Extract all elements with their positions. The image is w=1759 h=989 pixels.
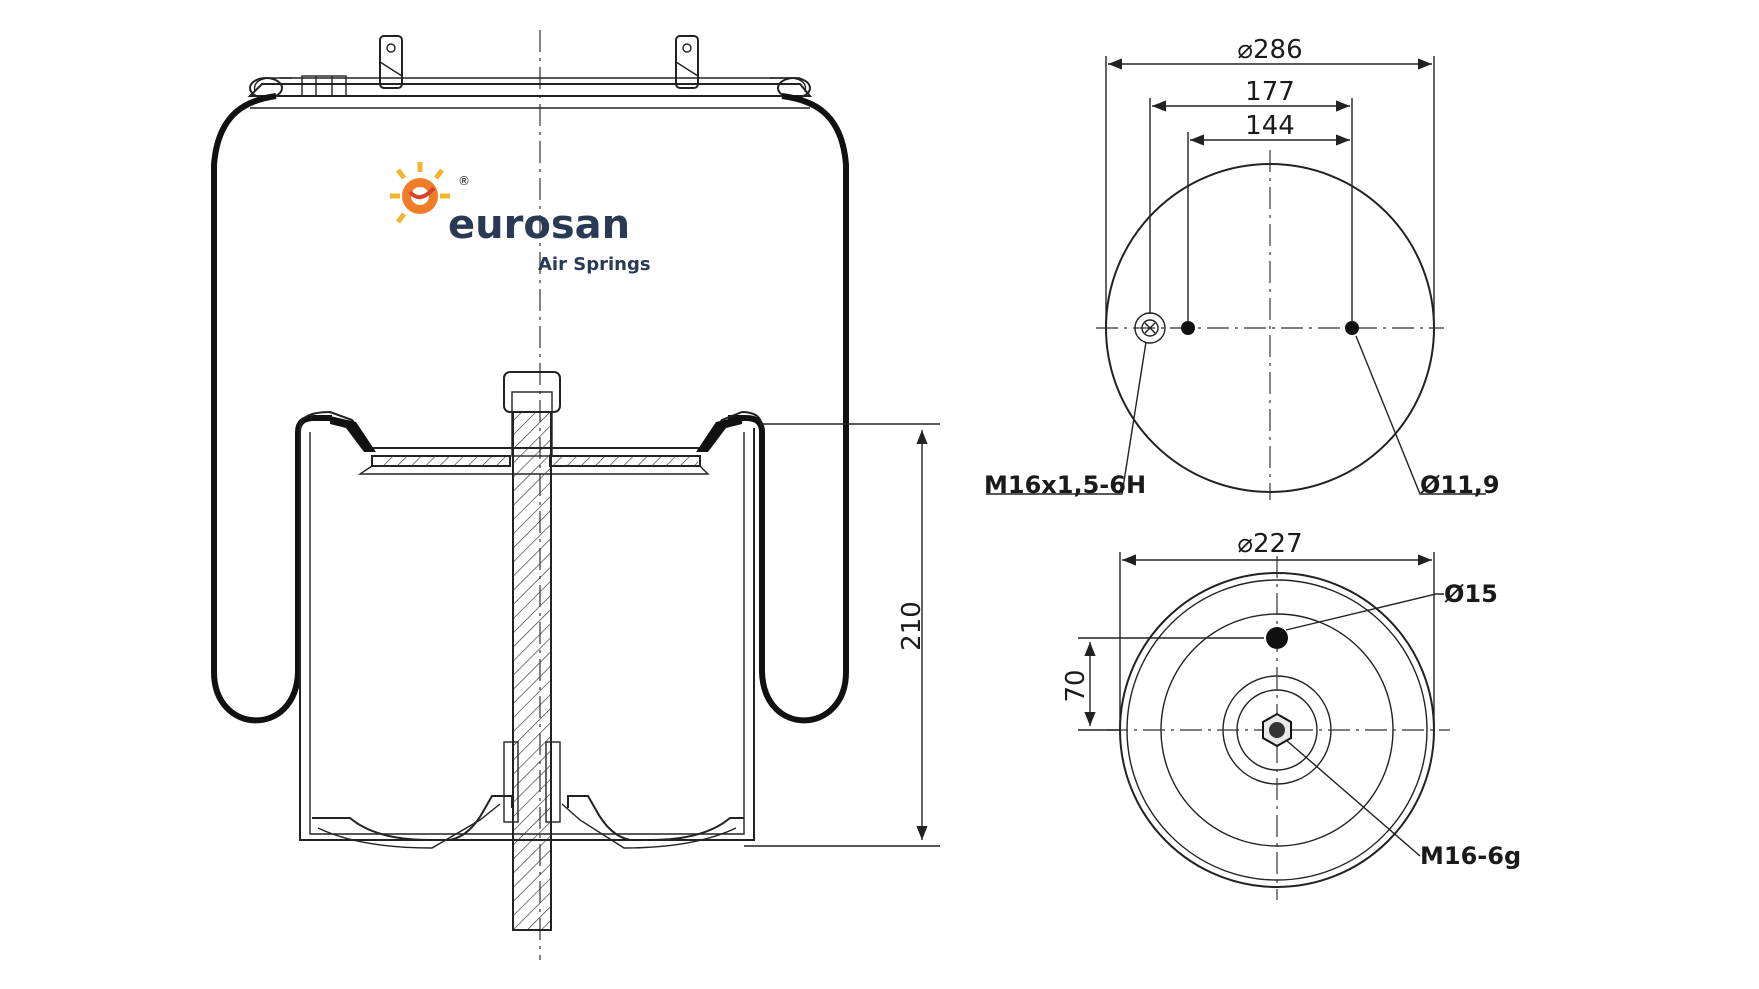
- top-bead-plate: [247, 75, 813, 109]
- mount-hole-left: [1181, 321, 1195, 335]
- top-stud-right: [675, 35, 699, 89]
- top-stud-left: [379, 35, 403, 89]
- top-hole-callout: Ø11,9: [1420, 471, 1500, 499]
- offset-dim-label: 70: [1061, 669, 1091, 702]
- bottom-view: ⌀227 70 Ø15 M16-6g: [1061, 529, 1521, 900]
- side-view: 210 ® eurosan Air Springs: [211, 30, 940, 960]
- brand-name: eurosan: [448, 202, 630, 248]
- top-view: ⌀286 177 144 M16x1,5-6H Ø11,9: [984, 35, 1500, 500]
- stud-callout: M16-6g: [1420, 842, 1521, 870]
- height-dim-label: 210: [897, 601, 927, 651]
- registered-mark: ®: [458, 174, 470, 188]
- hex-nut-icon: [1262, 712, 1292, 748]
- brand-logo: ® eurosan Air Springs: [390, 162, 651, 275]
- bellow-outline: [211, 93, 332, 724]
- thread-callout: M16x1,5-6H: [984, 471, 1146, 499]
- height-dimension: 210: [744, 423, 940, 847]
- center-bolt: [503, 371, 561, 931]
- top-outer-dia-label: ⌀286: [1237, 35, 1302, 65]
- bolt-spacing-outer-label: 177: [1245, 77, 1295, 107]
- sun-logo-icon: [390, 162, 450, 224]
- bottom-offset-hole: [1266, 627, 1288, 649]
- bottom-outer-dia-label: ⌀227: [1237, 529, 1302, 559]
- bottom-hole-callout: Ø15: [1444, 580, 1498, 608]
- mount-hole-right: [1345, 321, 1359, 335]
- brand-tagline: Air Springs: [538, 254, 651, 275]
- bolt-spacing-inner-label: 144: [1245, 111, 1295, 141]
